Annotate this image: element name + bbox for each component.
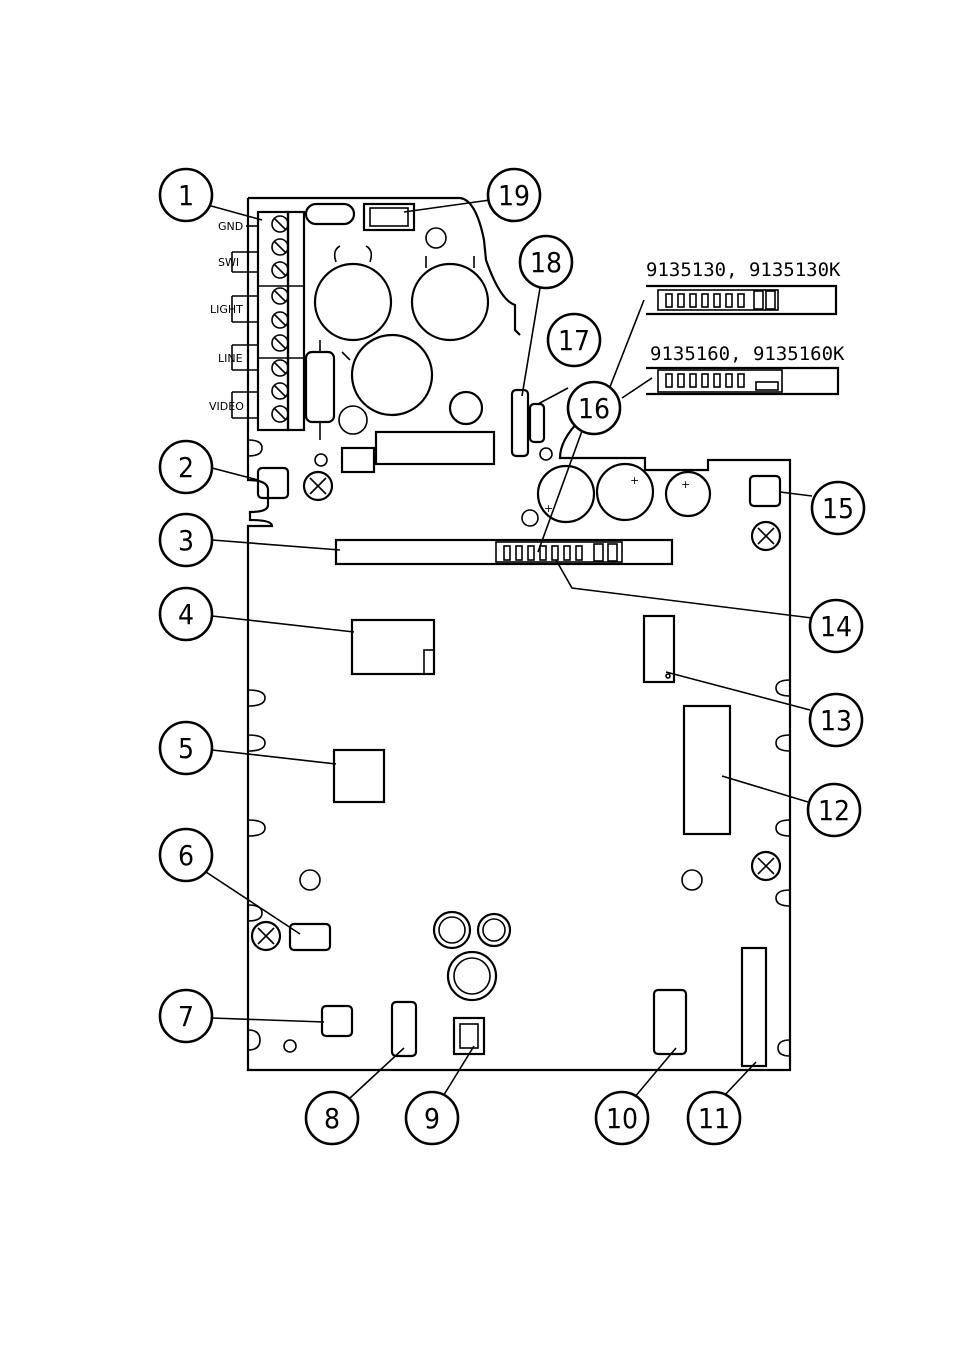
svg-text:2: 2	[178, 451, 194, 484]
svg-text:17: 17	[558, 324, 590, 357]
svg-text:19: 19	[498, 179, 530, 212]
svg-text:10: 10	[606, 1102, 638, 1135]
leader-lines	[204, 200, 812, 1098]
callout-10: 10	[596, 1092, 648, 1144]
svg-text:+: +	[681, 478, 690, 491]
svg-text:1: 1	[178, 179, 194, 212]
callout-13: 13	[810, 694, 862, 746]
callout-6: 6	[160, 829, 212, 881]
terminal-screws	[272, 216, 288, 422]
callout-5: 5	[160, 722, 212, 774]
top-components	[258, 204, 552, 500]
model-label-b: 9135160, 9135160K	[650, 343, 845, 365]
dip-switch-inset-b: 9135160, 9135160K	[646, 343, 845, 394]
model-label-a: 9135130, 9135130K	[646, 259, 841, 281]
callout-12: 12	[808, 784, 860, 836]
svg-text:5: 5	[178, 732, 194, 765]
svg-text:15: 15	[822, 492, 854, 525]
svg-text:7: 7	[178, 1000, 194, 1033]
terminal-label-video: VIDEO	[209, 400, 244, 413]
callout-16: 16	[568, 382, 620, 434]
terminal-label-line: LINE	[218, 352, 243, 365]
dip-switch-on-board	[504, 544, 617, 561]
callout-4: 4	[160, 588, 212, 640]
svg-text:6: 6	[178, 839, 194, 872]
terminal-block: GND SWI LIGHT LINE VIDEO	[209, 212, 304, 430]
dip-switch-inset-a: 9135130, 9135130K	[646, 259, 841, 314]
bottom-components	[252, 912, 766, 1066]
callout-15: 15	[812, 482, 864, 534]
edge-connector	[336, 540, 672, 564]
svg-text:8: 8	[324, 1102, 340, 1135]
svg-text:12: 12	[818, 794, 850, 827]
callout-19: 19	[488, 169, 540, 221]
right-capacitors: + + +	[522, 464, 780, 550]
callout-8: 8	[306, 1092, 358, 1144]
callout-7: 7	[160, 990, 212, 1042]
svg-text:14: 14	[820, 610, 852, 643]
middle-components	[300, 616, 780, 890]
svg-text:4: 4	[178, 598, 194, 631]
callout-18: 18	[520, 236, 572, 288]
svg-text:11: 11	[698, 1102, 730, 1135]
svg-text:+: +	[630, 474, 639, 487]
svg-text:9: 9	[424, 1102, 440, 1135]
svg-text:13: 13	[820, 704, 852, 737]
svg-text:18: 18	[530, 246, 562, 279]
svg-text:3: 3	[178, 524, 194, 557]
callout-14: 14	[810, 600, 862, 652]
svg-text:16: 16	[578, 392, 610, 425]
terminal-label-gnd: GND	[218, 220, 243, 233]
callout-2: 2	[160, 441, 212, 493]
callout-11: 11	[688, 1092, 740, 1144]
callout-3: 3	[160, 514, 212, 566]
terminal-label-light: LIGHT	[210, 303, 243, 316]
terminal-label-swi: SWI	[218, 256, 239, 269]
callout-1: 1	[160, 169, 212, 221]
callouts: 1 2 3 4 5 6 7 8 9 10 11 12 13 14 15 16 1…	[160, 169, 864, 1144]
callout-9: 9	[406, 1092, 458, 1144]
callout-17: 17	[548, 314, 600, 366]
